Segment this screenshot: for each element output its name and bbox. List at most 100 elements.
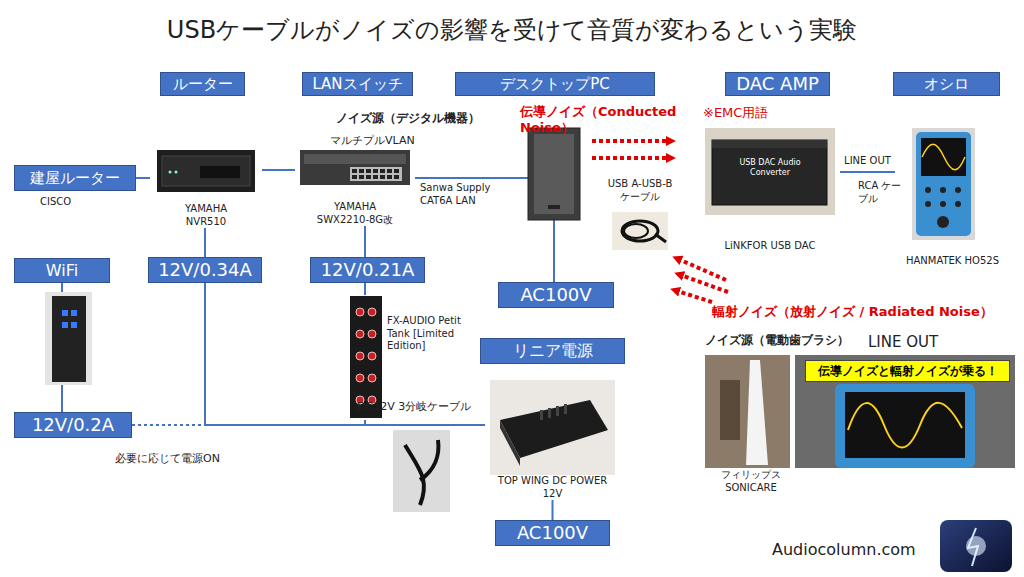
note-label: DC12V 3分岐ケーブル [357,400,492,414]
plain-wire [415,177,528,179]
node-text: 建屋ルーター [30,170,120,187]
fx-tank-photo [350,296,382,418]
router-photo [175,171,178,174]
header-box: LANスイッチ [302,72,413,96]
connector-line [262,169,295,171]
device-caption: FX-AUDIO Petit Tank [Limited Edition] [387,315,463,353]
oscilloscope-photo [955,201,961,207]
header-box: AC100V [498,282,614,308]
linear-power-photo [564,404,567,414]
toothbrush-photo [720,380,740,440]
switch-photo [394,169,399,173]
linear-power-photo [548,408,551,418]
oscilloscope-photo [940,187,946,193]
linear-power-photo [556,406,559,416]
node-text: WiFi [46,262,78,280]
switch-photo [387,175,392,179]
device-caption: USB A-USB-B ケーブル [605,178,675,203]
plain-wire [553,220,555,282]
note-label: USB DAC Audio Converter [735,158,805,178]
node-text: 伝導ノイズと輻射ノイズが乗る！ [818,363,998,380]
node-text: オシロ [924,76,969,93]
node-text: DAC AMP [736,74,819,94]
usb-cable-photo [612,212,668,250]
dac-photo [705,128,835,215]
node-text: リニア電源 [513,342,593,360]
radiated-noise-arrow [678,274,728,292]
pc-tower-photo [528,128,580,220]
device-caption: YAMAHA SWX2210-8G改 [308,201,403,226]
header-box: デスクトップPC [455,72,655,96]
device-box: USB A-USB-B ケーブル [605,178,675,253]
connector-line [840,171,895,173]
node-text: デスクトップPC [500,76,610,93]
switch-photo [350,167,402,181]
logo-icon [940,520,1012,572]
wifi-photo [45,292,92,385]
header-box: 建屋ルーター [14,165,136,191]
oscilloscope-photo [921,138,966,176]
scope-measurement-photo [845,392,965,458]
connector-line [552,500,554,520]
device-caption: YAMAHA NVR510 [171,203,241,228]
note-label: 輻射ノイズ（放射ノイズ / Radiated Noise） [712,304,1002,320]
router-photo [169,171,172,174]
fx-tank-photo [356,308,364,316]
router-photo [157,150,255,192]
linear-power-photo [540,404,567,420]
switch-photo [359,175,364,179]
oscilloscope-photo [925,187,961,228]
device-box: LiNKFOR USB DAC [700,128,840,252]
scope-measurement-photo [795,355,1015,468]
note-label: ※EMC用語 [703,105,783,121]
switch-photo [366,175,371,179]
node-text: ルーター [173,76,233,93]
switch-photo [373,169,378,173]
switch-photo [352,169,357,173]
radiated-noise-arrow [674,290,712,302]
usb-cable-photo [622,221,658,241]
switch-photo [352,169,399,179]
oscilloscope-photo [925,201,931,207]
switch-photo [387,169,392,173]
radiated-noise-arrow [674,258,728,302]
oscilloscope-photo [912,128,975,240]
wifi-photo [71,322,77,328]
header-box: ルーター [160,72,245,96]
fx-tank-photo [356,352,364,360]
fx-tank-photo [368,308,376,316]
node-text: 12V/0.2A [32,415,114,435]
linear-power-photo [490,380,615,475]
fx-tank-photo [368,374,376,382]
linear-power-photo [540,410,543,420]
device-caption: フィリップス SONICARE [697,469,805,494]
device-caption: LiNKFOR USB DAC [724,240,815,253]
wifi-photo [71,310,77,316]
note-label: CISCO [40,196,90,209]
pc-tower-photo [548,205,560,209]
router-photo [157,150,255,192]
note-label: 必要に応じて電源ON [115,452,265,466]
switch-photo [359,169,364,173]
linear-power-photo [500,420,520,466]
scope-measurement-photo [835,384,975,468]
usb-cable-photo [624,224,648,238]
switch-photo [394,175,399,179]
toothbrush-photo [705,355,790,468]
device-caption: HANMATEK HO52S [906,255,999,268]
oscilloscope-photo [955,187,961,193]
note-label: Audiocolumn.com [772,540,932,560]
node-text: AC100V [517,523,588,543]
solid-connectors [62,170,895,520]
switch-photo [373,175,378,179]
device-box: フィリップス SONICARE [697,352,805,494]
wifi-photo [62,310,77,328]
header-box: 12V/0.21A [310,257,425,283]
wifi-photo [45,292,92,385]
header-box: オシロ [893,72,1000,96]
edge-label: LINE OUT [844,155,891,168]
fx-tank-photo [356,330,364,338]
header-box: 12V/0.2A [14,412,132,438]
switch-photo [300,150,410,185]
